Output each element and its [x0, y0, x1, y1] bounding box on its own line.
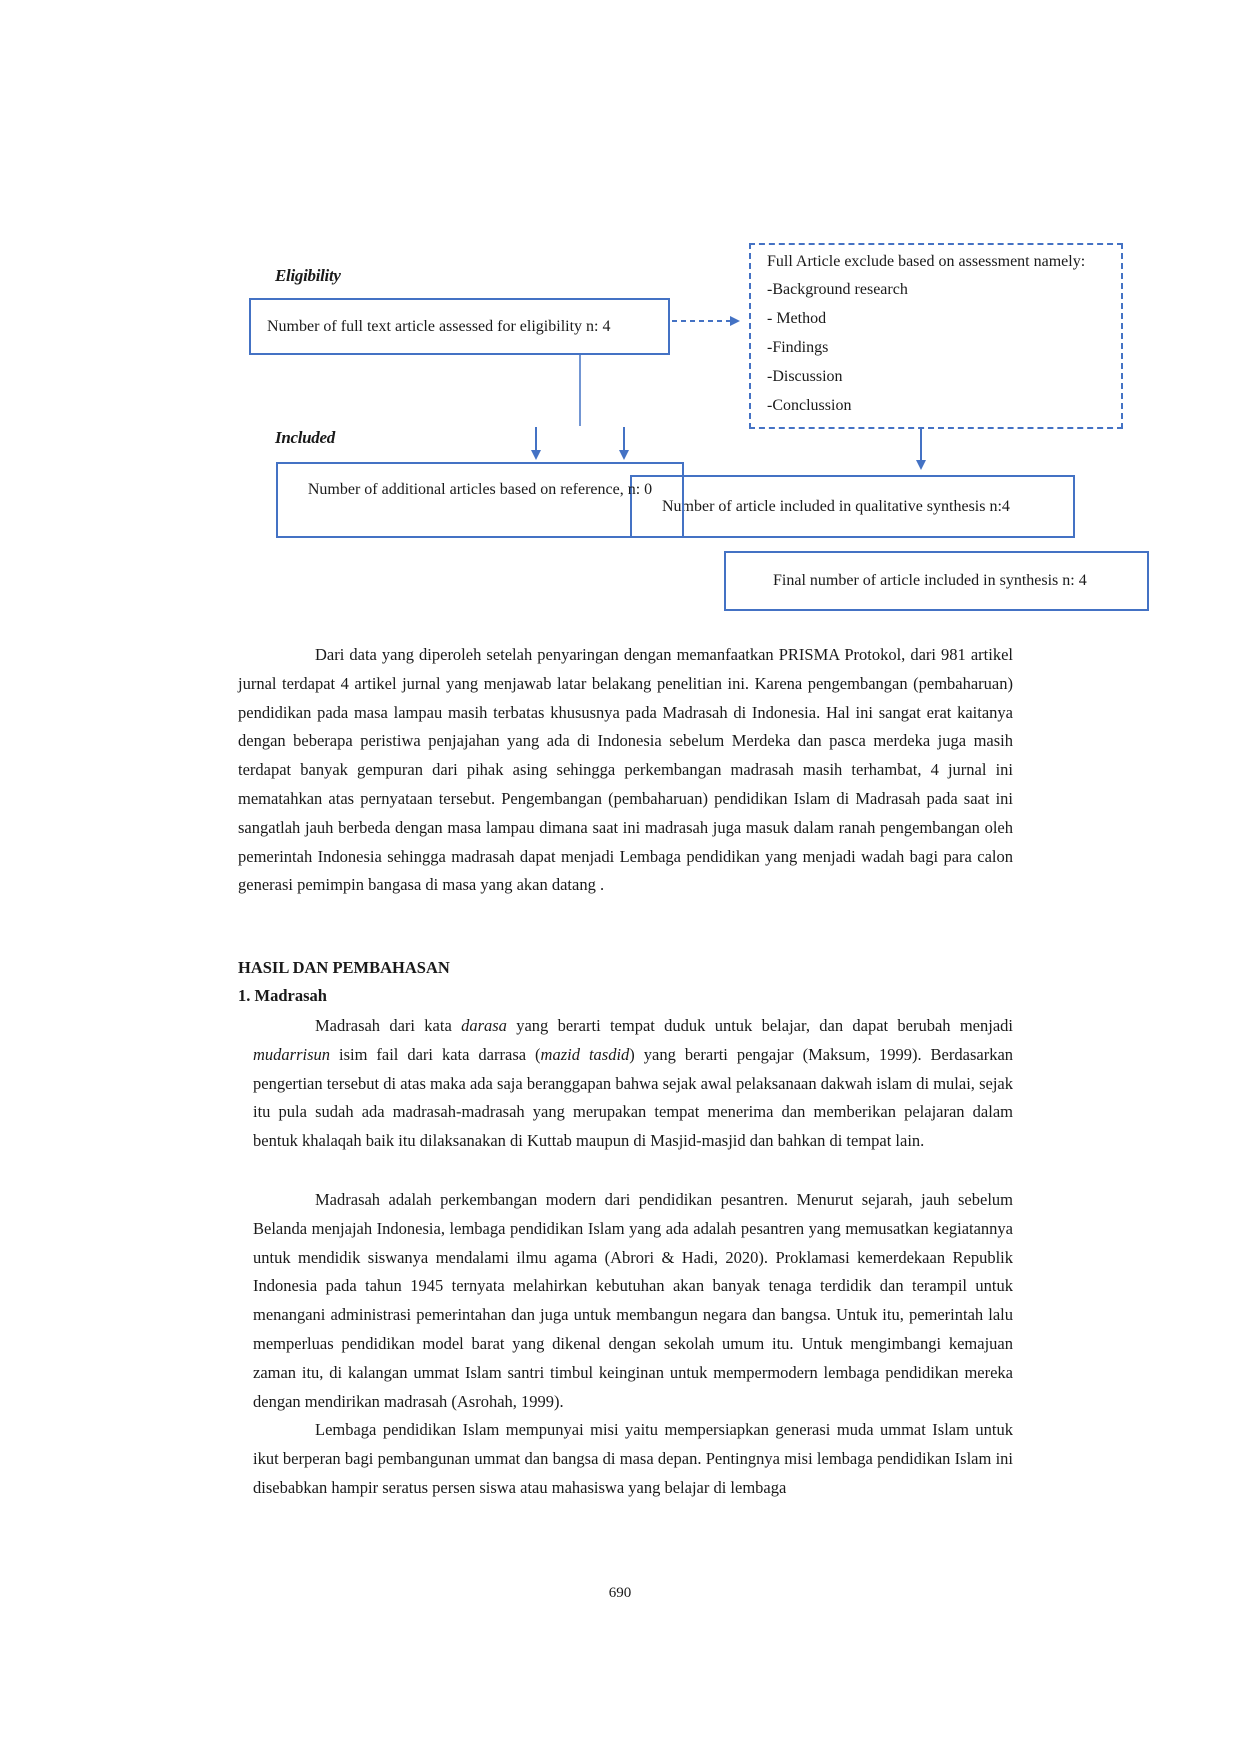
text-run: ) yang berarti pengajar (Maksum, 1999). …: [253, 1044, 1014, 1151]
madrasah-paragraph-2: Madrasah adalah perkembangan modern dari…: [253, 1190, 1013, 1411]
exclusion-box-title: Full Article exclude based on assessment…: [767, 253, 1086, 270]
eligibility-box-text: Number of full text article assessed for…: [267, 317, 611, 335]
intro-paragraph: Dari data yang diperoleh setelah penyari…: [238, 645, 1013, 895]
subsection-heading: 1. Madrasah: [238, 986, 327, 1005]
madrasah-paragraph-3: Lembaga pendidikan Islam mempunyai misi …: [253, 1420, 1013, 1497]
text-run: yang berarti tempat duduk untuk belajar,…: [506, 1016, 1013, 1035]
final-synthesis-box: Final number of article included in synt…: [724, 551, 1149, 611]
exclusion-item: -Findings: [767, 339, 829, 356]
exclusion-item: -Conclussion: [767, 397, 852, 414]
additional-articles-box: Number of additional articles based on r…: [276, 462, 684, 538]
text-run: isim fail dari kata darrasa (: [330, 1044, 541, 1064]
italic-term: mudarrisun: [253, 1044, 331, 1064]
exclusion-item: -Background research: [767, 281, 908, 298]
section-heading: HASIL DAN PEMBAHASAN: [238, 958, 450, 977]
eligibility-label: Eligibility: [275, 266, 341, 285]
additional-box-text: Number of additional articles based on r…: [307, 481, 653, 498]
text-run: Madrasah dari kata: [315, 1016, 462, 1035]
exclusion-item: - Method: [767, 310, 827, 327]
madrasah-paragraph-1: Madrasah dari kata darasa yang berarti t…: [253, 1012, 1013, 1156]
exclusion-box: Full Article exclude based on assessment…: [749, 243, 1123, 429]
page-number: 690: [608, 1585, 632, 1601]
qualitative-box-text: Number of article included in qualitativ…: [662, 497, 1010, 515]
qualitative-synthesis-box: Number of article included in qualitativ…: [630, 475, 1075, 538]
included-label: Included: [275, 428, 335, 447]
eligibility-box: Number of full text article assessed for…: [249, 298, 670, 355]
final-box-text: Final number of article included in synt…: [773, 572, 1087, 590]
exclusion-item: -Discussion: [767, 368, 843, 385]
italic-term: darasa: [461, 1016, 507, 1035]
italic-term: mazid tasdid: [540, 1044, 630, 1064]
